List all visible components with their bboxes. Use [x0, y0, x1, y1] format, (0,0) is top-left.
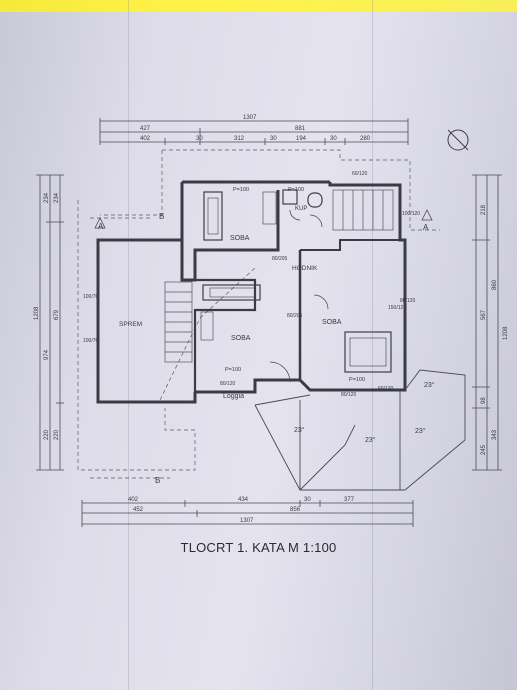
- dim-top-total: 1307: [243, 115, 257, 121]
- opening-label: P=100: [349, 377, 365, 383]
- opening-label: 150/120: [388, 305, 406, 311]
- dim-left: 220: [44, 429, 50, 440]
- paper-fold-line: [128, 0, 129, 690]
- opening-label: 80/120: [220, 381, 236, 387]
- dim-top-row3: 402: [140, 136, 151, 142]
- opening-label: 80/205: [272, 256, 288, 262]
- opening-label: P=100: [288, 187, 304, 193]
- yellow-folder-edge: [0, 0, 517, 12]
- dim-bottom-row1: 377: [344, 497, 355, 503]
- dim-left: 974: [44, 349, 50, 360]
- room-label-kup: KUP: [295, 206, 307, 212]
- dim-left: 220: [54, 429, 60, 440]
- opening-label: 60/120: [378, 386, 394, 392]
- roof-slope-label: 23°: [294, 426, 305, 434]
- opening-label: P=100: [233, 187, 249, 193]
- room-label-sprem: SPREM: [119, 321, 142, 328]
- dim-top-row2: 427: [140, 126, 151, 132]
- room-label-soba-east: SOBA: [322, 319, 342, 326]
- dim-top-row3: 194: [296, 136, 307, 142]
- roof-slope-label: 23°: [365, 436, 376, 444]
- opening-label: 100/120: [402, 211, 420, 217]
- paper-fold-line: [372, 0, 373, 690]
- dim-right: 218: [481, 204, 487, 215]
- room-label-loggia: Loggia: [223, 393, 244, 400]
- roof-slope-label: 23°: [424, 381, 435, 389]
- dim-right: 98: [481, 397, 487, 404]
- drawing-title: TLOCRT 1. KATA M 1:100: [180, 540, 337, 555]
- dim-left: 1208: [34, 306, 40, 320]
- dim-left: 234: [54, 192, 60, 203]
- dim-right: 1208: [503, 326, 509, 340]
- dim-bottom-total: 1307: [240, 518, 254, 524]
- dim-top-row3: 30: [270, 136, 277, 142]
- dim-top-row3: 30: [330, 136, 337, 142]
- dim-right: 860: [492, 279, 498, 290]
- dim-right: 343: [492, 429, 498, 440]
- opening-label: 80/120: [400, 298, 416, 304]
- dim-bottom-row1: 434: [238, 497, 249, 503]
- room-label-soba-center: SOBA: [231, 335, 251, 342]
- dim-bottom-row2: 856: [290, 507, 301, 513]
- dim-left: 679: [54, 309, 60, 320]
- opening-label: 100/70: [83, 338, 99, 344]
- section-mark-a-left: A: [98, 222, 104, 231]
- dim-top-row3: 30: [196, 136, 203, 142]
- room-label-hodnik: HODNIK: [292, 265, 318, 272]
- dim-right: 567: [481, 309, 487, 320]
- dim-top-row3: 280: [360, 136, 371, 142]
- opening-label: 100/70: [83, 294, 99, 300]
- opening-label: 80/120: [341, 392, 357, 398]
- dim-bottom-row2: 452: [133, 507, 144, 513]
- dim-bottom-row1: 402: [128, 497, 139, 503]
- section-mark-a-right: A: [423, 223, 429, 232]
- dim-bottom-row1: 30: [304, 497, 311, 503]
- opening-label: P=100: [225, 367, 241, 373]
- opening-label: 60/120: [352, 171, 368, 177]
- section-mark-b-bottom: B: [155, 476, 160, 485]
- room-label-soba-nw: SOBA: [230, 235, 250, 242]
- section-mark-b-top: B: [159, 212, 164, 221]
- opening-label: 80/205: [287, 313, 303, 319]
- dim-top-row3: 312: [234, 136, 245, 142]
- roof-slope-label: 23°: [415, 427, 426, 435]
- dim-top-row2: 881: [295, 126, 306, 132]
- dim-right: 245: [481, 444, 487, 455]
- dim-left: 234: [44, 192, 50, 203]
